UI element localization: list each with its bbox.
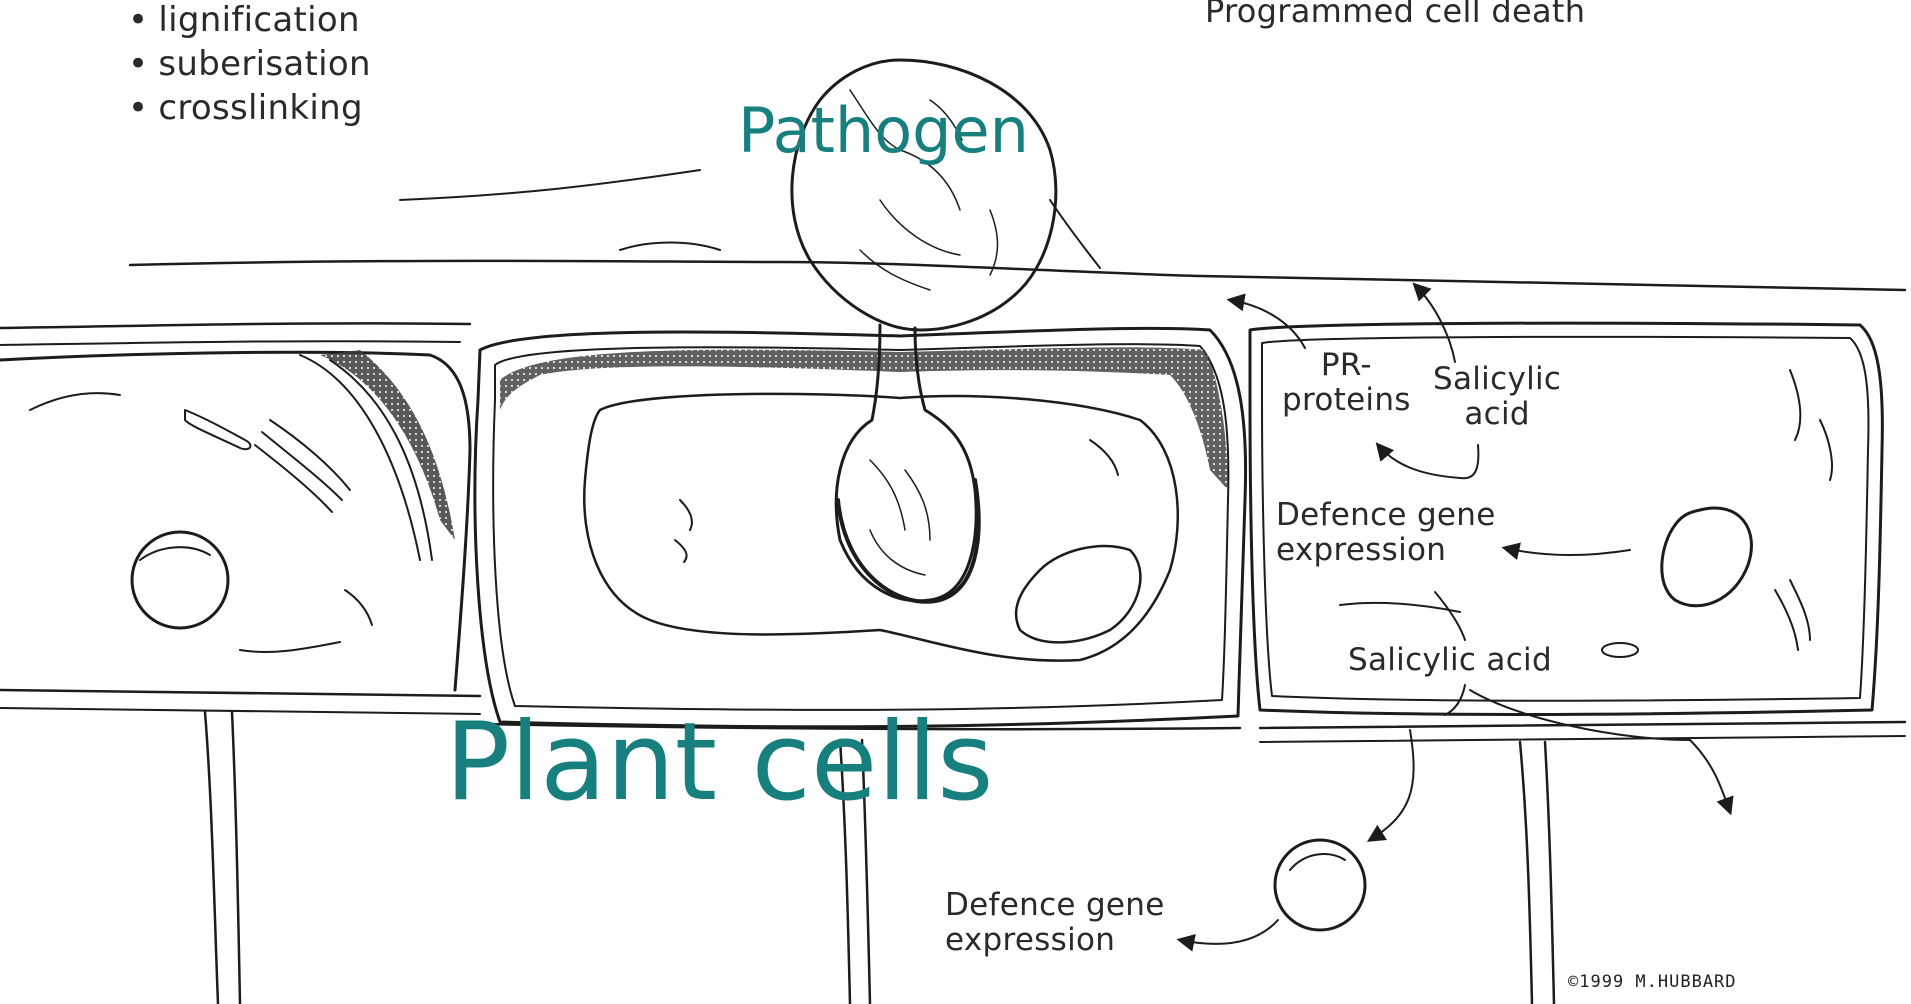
salicylic-acid-top-label: Salicylic acid bbox=[1433, 362, 1561, 431]
arrow-sa-down-left bbox=[1370, 730, 1414, 840]
arrow-nucleus-to-defence bbox=[1505, 548, 1630, 555]
artist-signature: ©1999 M.HUBBARD bbox=[1568, 972, 1737, 992]
list-item-lignification: lignification bbox=[128, 0, 371, 42]
defence-gene-right-line-2: expression bbox=[1276, 533, 1496, 568]
central-cell-outline bbox=[475, 328, 1246, 726]
organelle-central bbox=[1016, 546, 1140, 642]
cuticle-line bbox=[130, 261, 1905, 290]
defence-gene-right-line-1: Defence gene bbox=[1276, 498, 1496, 533]
defence-gene-right-label: Defence gene expression bbox=[1276, 498, 1496, 567]
salicylic-acid-top-line-2: acid bbox=[1433, 397, 1561, 432]
list-item-suberisation: suberisation bbox=[128, 42, 371, 86]
pr-proteins-line-2: proteins bbox=[1282, 383, 1411, 418]
salicylic-acid-top-line-1: Salicylic bbox=[1433, 362, 1561, 397]
list-item-crosslinking: crosslinking bbox=[128, 86, 371, 130]
plant-cells-label: Plant cells bbox=[445, 700, 994, 825]
cuticle-upper-line bbox=[400, 170, 700, 200]
arrow-nucleus-to-defence-bottom bbox=[1180, 920, 1278, 944]
callose-deposit-top bbox=[500, 347, 1228, 490]
pr-proteins-line-1: PR- bbox=[1282, 348, 1411, 383]
nucleus-right bbox=[1662, 508, 1752, 606]
arrow-sa-to-pr bbox=[1378, 445, 1478, 478]
programmed-cell-death-label: Programmed cell death bbox=[1205, 0, 1585, 30]
salicylic-acid-mid-label: Salicylic acid bbox=[1348, 643, 1552, 678]
vacuole-central bbox=[584, 394, 1178, 661]
defence-gene-bottom-line-1: Defence gene bbox=[945, 888, 1165, 923]
arrow-sa-down-right bbox=[1470, 690, 1730, 812]
pr-proteins-label: PR- proteins bbox=[1282, 348, 1411, 417]
defence-gene-bottom-label: Defence gene expression bbox=[945, 888, 1165, 957]
top-left-list: lignification suberisation crosslinking bbox=[128, 0, 371, 130]
callose-deposit-left bbox=[320, 350, 455, 540]
pathogen-label: Pathogen bbox=[738, 94, 1029, 167]
defence-gene-bottom-line-2: expression bbox=[945, 923, 1165, 958]
cell-wall-top bbox=[0, 323, 470, 328]
